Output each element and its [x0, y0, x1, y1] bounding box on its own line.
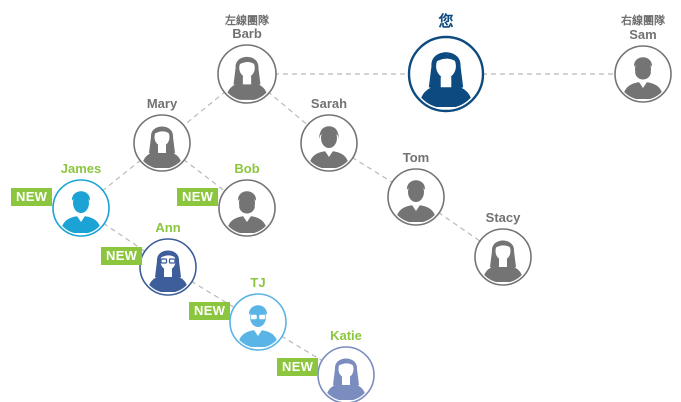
member-name-sarah: Sarah [310, 96, 348, 111]
male-avatar-icon [52, 179, 110, 237]
member-name-tom: Tom [402, 150, 430, 165]
avatar-tom [387, 168, 445, 226]
short-hair-avatar-icon [300, 114, 358, 172]
member-name-ann: Ann [155, 220, 181, 235]
avatar-bob [218, 179, 276, 237]
avatar-sarah [300, 114, 358, 172]
bearded-male-avatar-icon [218, 179, 276, 237]
right-team-header: 右線團隊 [621, 15, 665, 27]
avatar-you [407, 35, 485, 113]
female-avatar-icon [133, 114, 191, 172]
you-header: 您 [438, 13, 454, 30]
new-badge-tj: NEW [189, 302, 231, 320]
new-badge-ann: NEW [101, 247, 143, 265]
female-avatar-icon [407, 35, 485, 113]
avatar-barb [217, 44, 277, 104]
avatar-katie [317, 346, 375, 402]
new-badge-katie: NEW [277, 358, 319, 376]
avatar-ann [139, 238, 197, 296]
member-name-mary: Mary [146, 96, 178, 111]
avatar-stacy [474, 228, 532, 286]
new-badge-bob: NEW [177, 188, 219, 206]
male-glasses-avatar-icon [229, 293, 287, 351]
avatar-tj [229, 293, 287, 351]
member-name-stacy: Stacy [485, 210, 521, 225]
member-name-barb: Barb [232, 26, 262, 41]
male-avatar-icon [387, 168, 445, 226]
member-avatars [52, 35, 672, 402]
female-avatar-icon [217, 44, 277, 104]
avatar-sam [614, 45, 672, 103]
female-avatar-icon [317, 346, 375, 402]
left-team-header: 左線團隊 [225, 15, 269, 27]
avatar-mary [133, 114, 191, 172]
female-avatar-icon [474, 228, 532, 286]
member-name-sam: Sam [629, 27, 657, 42]
female-glasses-avatar-icon [139, 238, 197, 296]
bearded-male-avatar-icon [614, 45, 672, 103]
new-badge-james: NEW [11, 188, 53, 206]
avatar-james [52, 179, 110, 237]
member-name-bob: Bob [234, 161, 260, 176]
member-name-james: James [60, 161, 102, 176]
member-name-tj: TJ [250, 275, 266, 290]
member-name-katie: Katie [330, 328, 362, 343]
